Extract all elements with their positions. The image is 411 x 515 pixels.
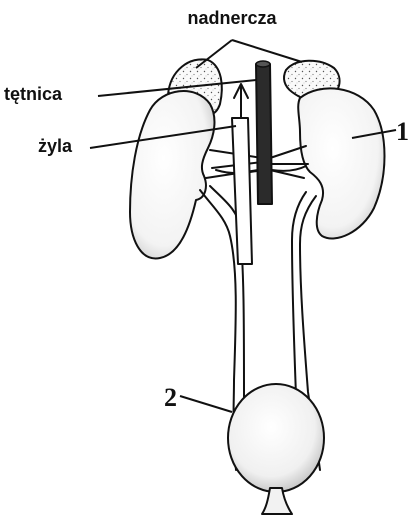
label-bladder-number: 2 <box>164 383 177 412</box>
leader-bladder-2 <box>180 396 232 412</box>
leader-adrenal-right <box>232 40 302 62</box>
label-vein: żyla <box>38 136 73 156</box>
vein-vessel <box>232 118 252 264</box>
kidney-right <box>298 88 384 238</box>
ureter-right-inner <box>292 192 306 396</box>
artery-top <box>256 61 270 67</box>
artery-vessel <box>256 64 272 204</box>
label-kidney-number: 1 <box>396 117 409 146</box>
kidney-left <box>130 91 214 258</box>
bladder <box>228 384 324 492</box>
label-adrenal-glands: nadnercza <box>187 8 277 28</box>
vein-arrow <box>234 84 248 118</box>
label-artery: tętnica <box>4 84 63 104</box>
